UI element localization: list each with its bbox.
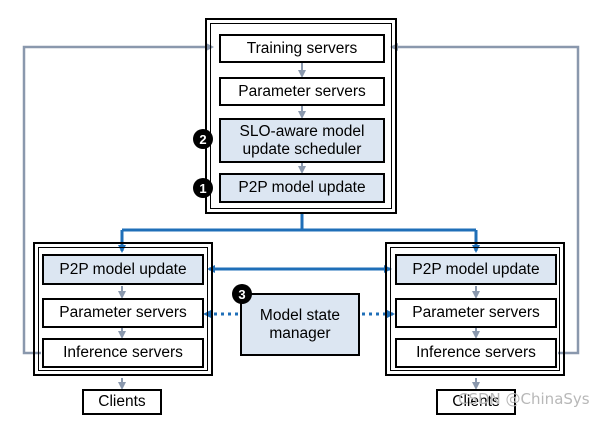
center-slo-scheduler: SLO-aware model update scheduler (219, 118, 385, 163)
badge-state-manager: 3 (232, 284, 252, 304)
watermark: CSDN @ChinaSys (458, 390, 590, 408)
left-p2p-model-update: P2P model update (42, 254, 204, 285)
arrow-right-inference-to-training (390, 43, 580, 355)
training-cluster (205, 18, 397, 214)
center-parameter-servers: Parameter servers (219, 77, 385, 106)
right-inference-servers: Inference servers (395, 338, 557, 368)
left-clients: Clients (82, 389, 162, 415)
left-parameter-servers: Parameter servers (42, 298, 204, 328)
badge-p2p-update: 1 (193, 178, 213, 198)
arrow-left-inference-to-training (22, 43, 214, 355)
right-clients: Clients (436, 389, 516, 415)
badge-scheduler: 2 (193, 129, 213, 149)
model-state-manager: Model state manager (240, 293, 360, 356)
left-inference-cluster (33, 242, 213, 376)
right-p2p-model-update: P2P model update (395, 254, 557, 285)
left-inference-servers: Inference servers (42, 338, 204, 368)
right-inference-cluster (385, 242, 565, 376)
center-p2p-model-update: P2P model update (219, 173, 385, 203)
right-parameter-servers: Parameter servers (395, 298, 557, 328)
center-training-servers: Training servers (219, 34, 385, 63)
